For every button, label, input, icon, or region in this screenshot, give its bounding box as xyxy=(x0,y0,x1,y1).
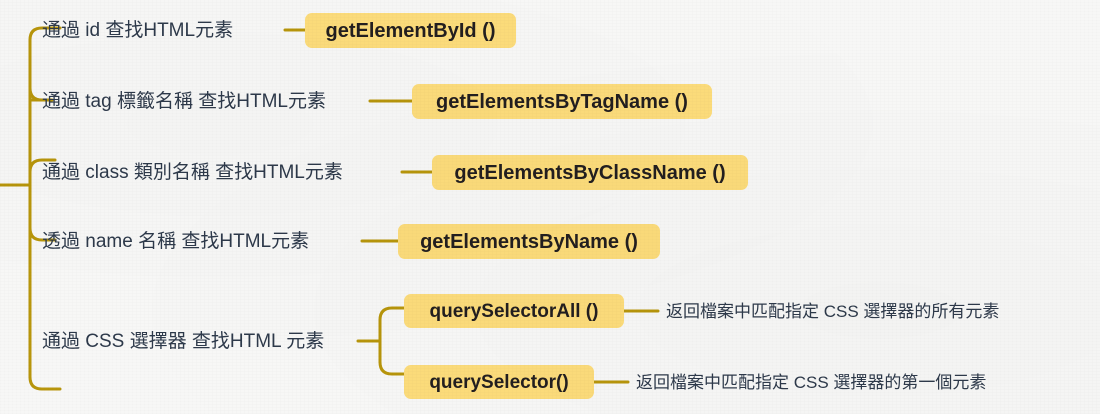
description-queryselectorall: 返回檔案中匹配指定 CSS 選擇器的所有元素 xyxy=(666,302,1000,321)
branch-label-by-id: 通過 id 查找HTML元素 xyxy=(42,20,234,41)
method-chip-getelementbyid[interactable]: getElementById () xyxy=(305,13,516,48)
method-chip-queryselector[interactable]: querySelector() xyxy=(404,365,594,399)
css-sub-top-curve xyxy=(378,306,408,322)
branch-label-by-class: 通過 class 類別名稱 查找HTML元素 xyxy=(42,162,343,183)
method-chip-getelementsbyclassname[interactable]: getElementsByClassName () xyxy=(432,155,748,190)
css-sub-bottom-curve xyxy=(378,360,408,376)
branch-label-by-name: 透過 name 名稱 查找HTML元素 xyxy=(42,231,310,252)
method-chip-queryselectorall[interactable]: querySelectorAll () xyxy=(404,294,624,328)
branch-label-by-css: 通過 CSS 選擇器 查找HTML 元素 xyxy=(42,331,325,352)
branch-label-by-tag: 通過 tag 標籤名稱 查找HTML元素 xyxy=(42,91,326,112)
branch-curve-tag xyxy=(28,86,44,102)
method-chip-getelementsbyname[interactable]: getElementsByName () xyxy=(398,224,660,259)
method-chip-getelementsbytagname[interactable]: getElementsByTagName () xyxy=(412,84,712,119)
spine-bottom-curve xyxy=(28,375,62,391)
description-queryselector: 返回檔案中匹配指定 CSS 選擇器的第一個元素 xyxy=(636,373,987,392)
